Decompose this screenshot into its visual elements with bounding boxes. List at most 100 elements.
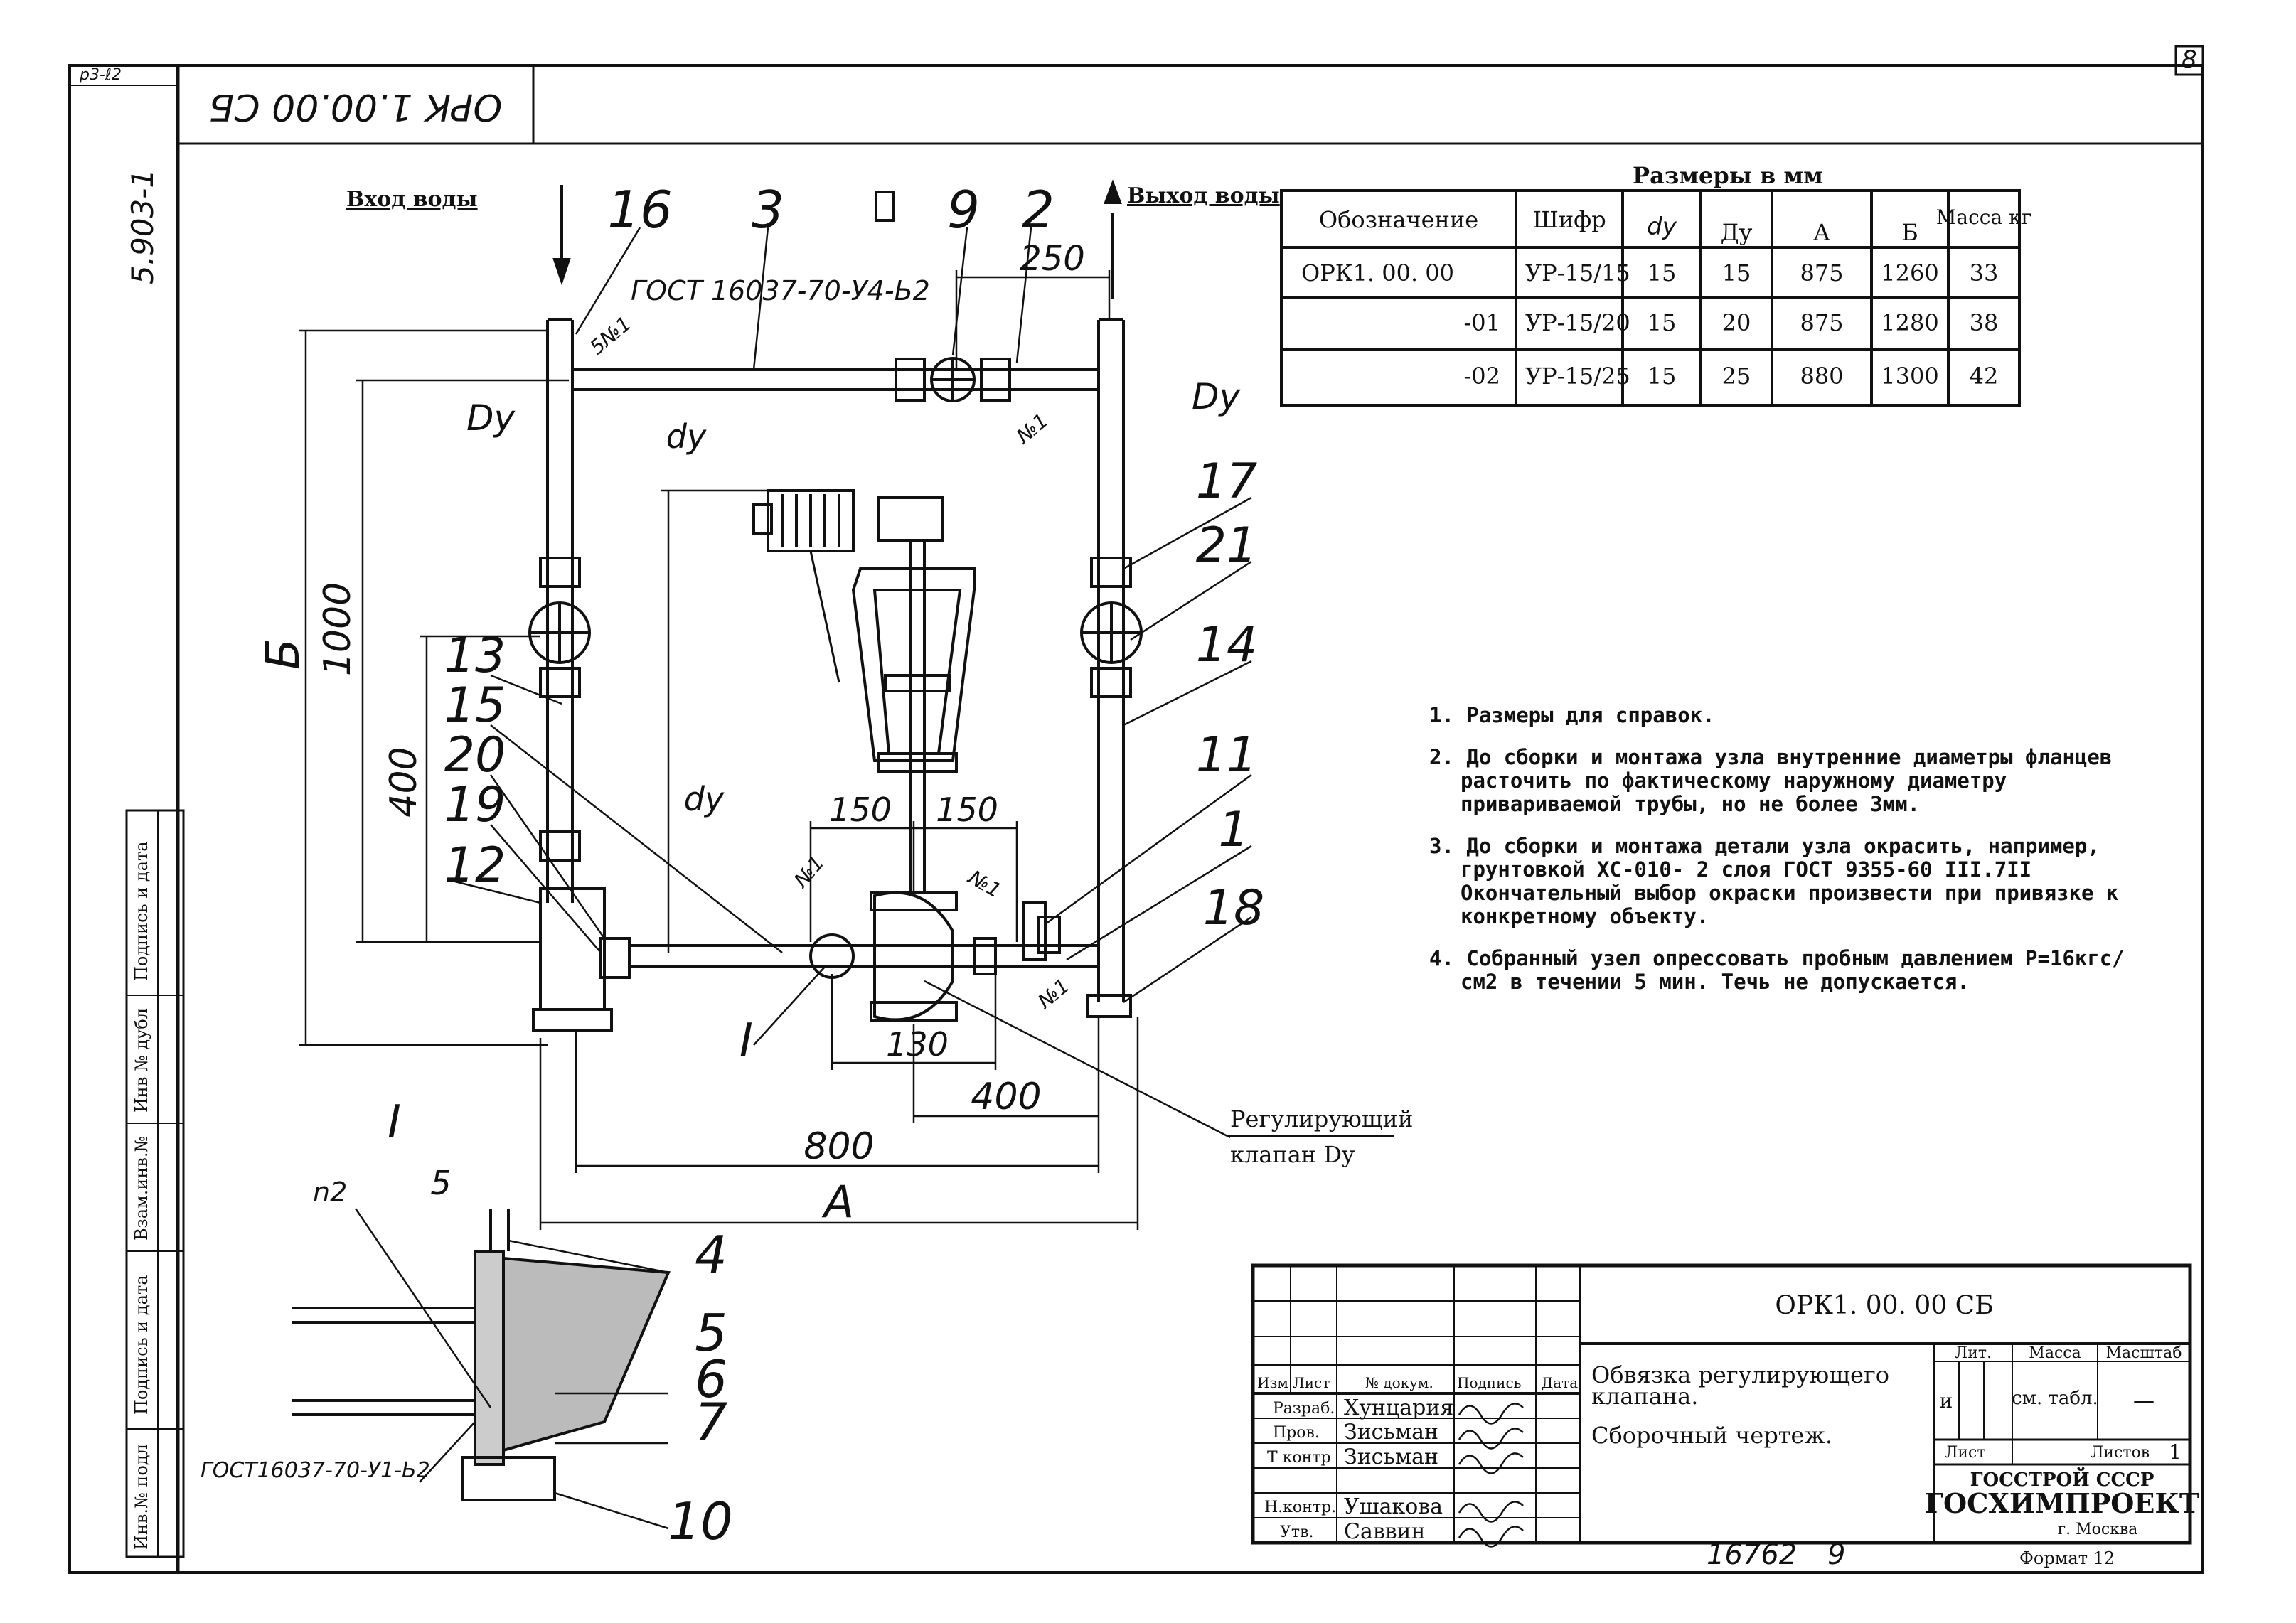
th-mass: Масса кг — [1936, 205, 2032, 229]
callout-12: 12 — [444, 837, 506, 894]
col-date: Дата — [1542, 1374, 1578, 1391]
th-code: Шифр — [1532, 206, 1606, 233]
scale-value: — — [2133, 1388, 2154, 1413]
table-cell: 1280 — [1881, 309, 1938, 336]
role-approved: Утв. — [1280, 1523, 1313, 1541]
bottom-sheet: 9 — [1827, 1538, 1845, 1571]
table-cell: 1300 — [1881, 363, 1938, 390]
th-A: А — [1813, 219, 1830, 246]
strip-label-vzam-inv: Взам.инв.№ — [132, 1136, 151, 1241]
weld-n1-lower: №1 — [1032, 974, 1074, 1014]
bottom-number: 16762 — [1707, 1538, 1797, 1571]
callout-13: 13 — [444, 628, 506, 684]
rotated-stamp: ОРК 1.00.00 СБ — [209, 85, 503, 128]
org-goshimproekt: ГОСХИМПРОЕКТ — [1925, 1487, 2199, 1519]
callout-1: 1 — [1218, 802, 1249, 858]
note-2: 2. До сборки и монтажа узла внутренние д… — [1429, 745, 2113, 816]
dim-400-vertical: 400 — [383, 746, 425, 817]
strip-label-sign-date-1: Подпись и дата — [132, 841, 151, 981]
note-3: 3. До сборки и монтажа детали узла окрас… — [1429, 834, 2119, 928]
dim-400-horizontal: 400 — [971, 1076, 1041, 1118]
name-checker: Зисьман — [1344, 1420, 1438, 1445]
th-dy: dy — [1647, 213, 1677, 241]
sheets-label: Листов — [2091, 1444, 2150, 1462]
top-corner-code: р3-ℓ2 — [79, 66, 122, 84]
signature-scribbles — [1458, 1403, 1524, 1548]
role-checker: Пров. — [1273, 1424, 1320, 1442]
name-ncontrol: Ушакова — [1344, 1494, 1443, 1519]
size-table — [1280, 189, 2021, 407]
callout-18: 18 — [1203, 880, 1265, 936]
flow-arrows — [552, 179, 1122, 299]
table-cell: 42 — [1970, 363, 1999, 390]
table-cell: УР-15/20 — [1525, 309, 1630, 336]
dim-1000: 1000 — [316, 582, 359, 676]
role-tcontrol: Т контр — [1267, 1449, 1331, 1467]
side-strip — [125, 809, 185, 1558]
table-cell: ОРК1. 00. 00 — [1301, 259, 1454, 286]
sheet-label: Лист — [1945, 1444, 1986, 1462]
title-line-1: Обвязка регулирующего — [1591, 1361, 1889, 1388]
gost-weld-label: ГОСТ 16037-70-У4-Ь2 — [631, 275, 930, 306]
col-izm: Изм — [1257, 1374, 1288, 1391]
strip-label-inv-dubl: Инв № дубл — [132, 1008, 151, 1113]
note-1: 1. Размеры для справок. — [1429, 704, 1715, 727]
dim-Dy-right: Dy — [1192, 376, 1242, 417]
title-line-2: клапана. — [1591, 1383, 1698, 1410]
weld-n1-top: №1 — [1011, 409, 1053, 449]
sheets-value: 1 — [2169, 1440, 2182, 1464]
weld-n1-mid-left: №1 — [789, 851, 829, 893]
callout-5: 5 — [695, 1303, 727, 1363]
dim-800: 800 — [803, 1125, 874, 1168]
callout-3: 3 — [752, 180, 784, 240]
strip-label-sign-date-2: Подпись и дата — [132, 1275, 151, 1415]
callout-4: 4 — [695, 1225, 727, 1285]
detail-section — [292, 1208, 671, 1530]
table-cell: 875 — [1800, 309, 1843, 336]
callout-14: 14 — [1196, 617, 1258, 673]
dim-Dy-left: Dy — [466, 397, 516, 439]
callout-15: 15 — [444, 677, 506, 734]
dim-5: 5 — [430, 1164, 451, 1202]
gost-weld-detail-label: ГОСТ16037-70-У1-Ь2 — [201, 1458, 430, 1483]
format-label: Формат 12 — [2019, 1548, 2115, 1568]
dim-dy-top: dy — [666, 417, 707, 456]
org-gosstroy: ГОССТРОЙ СССР — [1970, 1467, 2154, 1491]
dim-250: 250 — [1020, 239, 1085, 279]
name-developer: Хунцария — [1344, 1396, 1453, 1420]
inlet-label: Вход воды — [346, 187, 478, 212]
lit-header: Лит. — [1955, 1344, 1992, 1362]
org-city: г. Москва — [2058, 1521, 2138, 1538]
callout-10: 10 — [668, 1491, 733, 1551]
callout-2: 2 — [1022, 180, 1054, 240]
table-cell: 15 — [1648, 259, 1677, 286]
callout-11: 11 — [1196, 727, 1258, 783]
dim-A: A — [821, 1176, 854, 1228]
dim-130: 130 — [886, 1025, 949, 1064]
callout-6: 6 — [695, 1349, 727, 1409]
page-number: 8 — [2182, 45, 2197, 74]
dimension-lines — [299, 270, 1139, 1230]
n2-label: n2 — [313, 1177, 347, 1208]
table-cell: 15 — [1648, 309, 1677, 336]
reg-valve-label-2: клапан Dy — [1230, 1141, 1355, 1168]
callout-19: 19 — [444, 777, 506, 833]
table-cell: УР-15/15 — [1525, 259, 1630, 286]
dim-150-right: 150 — [936, 791, 998, 829]
table-cell: 880 — [1800, 363, 1843, 390]
callout-7: 7 — [695, 1392, 727, 1452]
th-B: Б — [1901, 219, 1918, 246]
notes-block: 1. Размеры для справок. 2. До сборки и м… — [1429, 704, 2125, 994]
callout-9: 9 — [947, 180, 980, 240]
reg-valve-label-1: Регулирующий — [1230, 1105, 1413, 1132]
side-code: 5.903-1 — [125, 169, 160, 284]
table-cell: 15 — [1722, 259, 1751, 286]
table-cell: 25 — [1722, 363, 1751, 390]
table-cell: 15 — [1648, 363, 1677, 390]
callout-21: 21 — [1196, 518, 1258, 574]
weld-n1-mid-right: №1 — [963, 864, 1005, 902]
col-signature: Подпись — [1457, 1374, 1522, 1391]
pipework-drawing — [528, 191, 1143, 1032]
th-designation: Обозначение — [1319, 206, 1478, 233]
